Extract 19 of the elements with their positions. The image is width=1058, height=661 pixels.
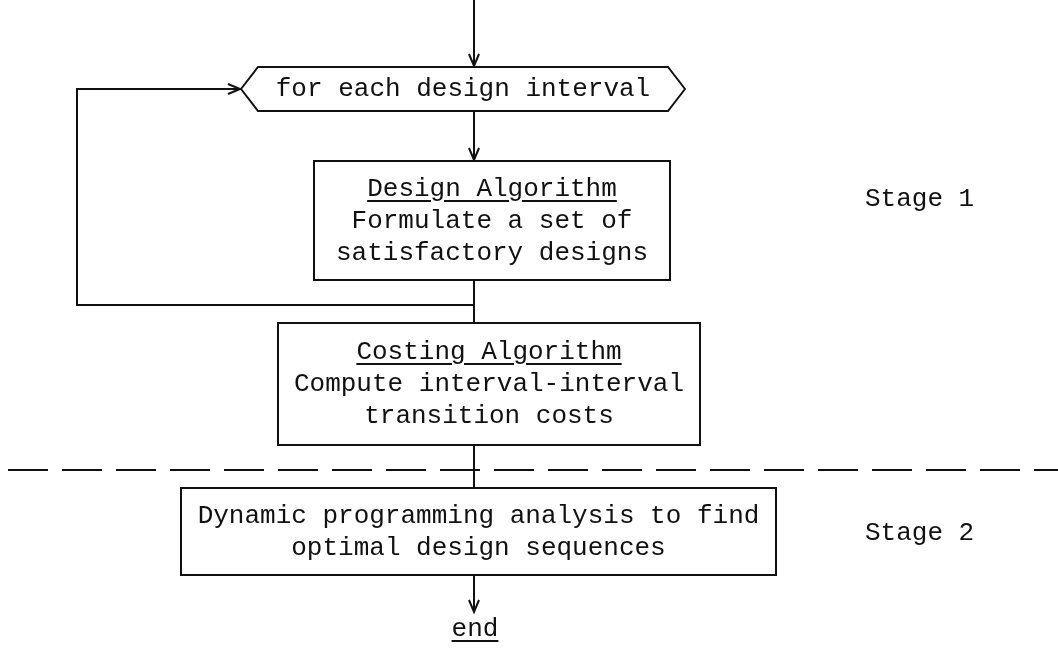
box-text: Dynamic programming analysis to find optimal design sequences: [196, 499, 761, 564]
stage-label: Stage 1: [865, 184, 975, 214]
box-text: for each design interval: [275, 73, 651, 105]
connector-line: [473, 280, 475, 323]
arrow: [468, 575, 480, 615]
connector-line: [473, 445, 475, 488]
box-text: Compute interval-interval transition costs: [292, 368, 686, 432]
arrow: [468, 0, 480, 69]
arrow: [76, 83, 475, 306]
process-box: [277, 322, 701, 446]
process-box: [180, 487, 777, 576]
box-heading: Design Algorithm: [367, 172, 617, 205]
stage-label: Stage 2: [865, 518, 975, 548]
arrow: [468, 111, 480, 163]
end-label: end: [451, 613, 499, 645]
process-box: [313, 160, 671, 281]
box-text: Formulate a set of satisfactory designs: [334, 204, 650, 269]
box-heading: Costing Algorithm: [356, 336, 622, 368]
loop-hexagon: [240, 66, 686, 112]
